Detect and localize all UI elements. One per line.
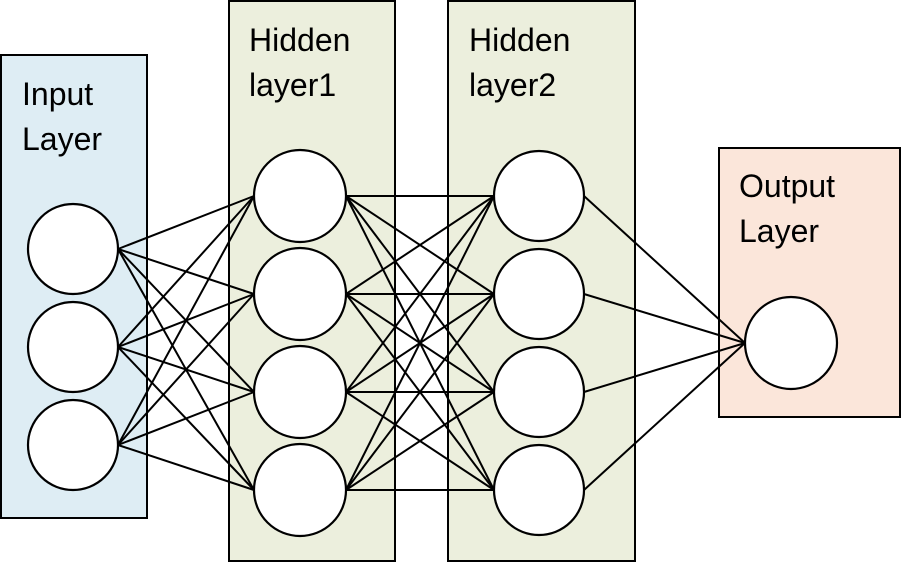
- input-neuron-2: [26, 300, 120, 394]
- output-label-line2: Layer: [739, 213, 819, 249]
- output-layer-label: Output Layer: [739, 168, 844, 249]
- hidden2-label-line2: layer2: [469, 67, 556, 103]
- input-layer-label: Input Layer: [22, 76, 102, 157]
- output-neuron-1: [743, 295, 839, 391]
- connections: [117, 195, 746, 491]
- hidden2-neuron-3: [492, 345, 586, 439]
- output-label-line1: Output: [739, 168, 835, 204]
- hidden-layer1-label: Hidden layer1: [249, 22, 359, 103]
- hidden2-label-line1: Hidden: [469, 22, 570, 58]
- input-neuron-3: [26, 398, 120, 492]
- neurons: [26, 148, 839, 538]
- hidden2-neuron-2: [492, 247, 586, 341]
- connection-l2-n2-to-n1: [345, 195, 495, 295]
- connection-l3-n1-to-n1: [583, 195, 746, 344]
- input-neuron-1: [26, 202, 120, 296]
- connection-l2-n4-to-n3: [345, 391, 495, 491]
- hidden1-neuron-1: [252, 148, 348, 244]
- input-label-line1: Input: [22, 76, 93, 112]
- hidden1-neuron-4: [252, 442, 348, 538]
- hidden1-neuron-3: [252, 344, 348, 440]
- connection-l3-n2-to-n1: [583, 293, 746, 344]
- connection-l1-n2-to-n1: [117, 195, 255, 348]
- hidden2-neuron-1: [492, 149, 586, 243]
- connection-l3-n4-to-n1: [583, 342, 746, 491]
- connection-l1-n3-to-n1: [117, 195, 255, 446]
- connection-l1-n3-to-n3: [117, 391, 255, 446]
- connection-l2-n4-to-n2: [345, 293, 495, 491]
- hidden-layer2-label: Hidden layer2: [469, 22, 579, 103]
- connection-l2-n3-to-n1: [345, 195, 495, 393]
- hidden1-label-line1: Hidden: [249, 22, 350, 58]
- connection-l1-n3-to-n4: [117, 444, 255, 491]
- connection-l1-n1-to-n1: [117, 195, 255, 250]
- connection-l2-n4-to-n1: [345, 195, 495, 491]
- connection-l1-n3-to-n2: [117, 293, 255, 446]
- layer-labels: Input Layer Hidden layer1 Hidden layer2 …: [22, 22, 844, 249]
- hidden2-neuron-4: [492, 443, 586, 537]
- connection-l3-n3-to-n1: [583, 342, 746, 393]
- input-label-line2: Layer: [22, 121, 102, 157]
- hidden1-neuron-2: [252, 246, 348, 342]
- hidden1-label-line2: layer1: [249, 67, 336, 103]
